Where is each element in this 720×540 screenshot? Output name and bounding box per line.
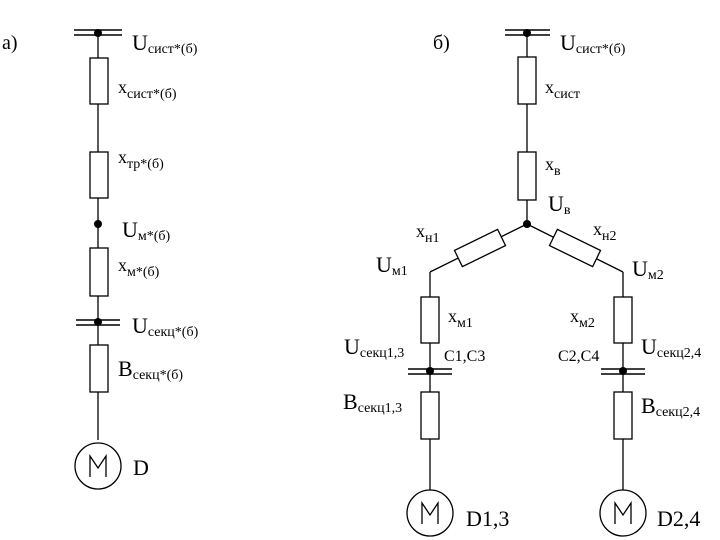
- diagram-b-motor-2-4-label: D2,4: [657, 506, 700, 531]
- diagram-b-x-sys-resistor: [517, 56, 537, 105]
- diagram-b-u-sys-label: Uсист*(б): [560, 30, 626, 57]
- diagram-a-u-sekc-label: Uсекц*(б): [132, 313, 199, 340]
- diagram-a-u-m-node: [94, 220, 102, 228]
- diagram-b-x-m2-label: xм2: [570, 306, 595, 331]
- diagram-b-b-sekc13-label: Bсекц1,3: [343, 389, 402, 416]
- diagram-a-x-sys-resistor: [89, 57, 109, 105]
- diagram-b-section-bus-1-3: [408, 367, 452, 375]
- diagram-b-x-m1-resistor: [420, 296, 440, 344]
- diagram-b-u-m2-label: Uм2: [632, 256, 664, 283]
- diagram-b-x-v-label: xв: [545, 154, 561, 179]
- diagram-b-u-v-label: Uв: [548, 191, 571, 218]
- diagram-b-x-sys-label: xсист: [545, 77, 580, 102]
- diagram-a-u-sys-label: Uсист*(б): [132, 30, 198, 57]
- diagram-a-x-m-resistor: [89, 247, 109, 297]
- diagram-a-x-tr-resistor: [89, 151, 109, 199]
- diagram-b-x-n2-label: xн2: [593, 219, 617, 244]
- diagram-b-c24-label: С2,С4: [558, 348, 599, 365]
- diagram-b-b-sekc24-resistor: [613, 391, 633, 440]
- diagram-a-label: а): [2, 32, 18, 54]
- diagram-b-x-m2-resistor: [613, 296, 633, 344]
- diagram-b: б) Uсист*(б) xсист xв Uв xн1 xн2 Uм1 Uм2: [343, 29, 701, 537]
- diagram-b-motor-1-3: [406, 489, 454, 537]
- diagram-a-section-bus: [76, 318, 120, 326]
- diagram-b-u-sekc13-label: Uсекц1,3: [344, 334, 404, 361]
- diagram-b-b-sekc24-label: Bсекц2,4: [641, 393, 700, 420]
- diagram-a-u-m-label: Uм*(б): [122, 217, 171, 244]
- diagram-a-x-m-label: xм*(б): [118, 255, 160, 280]
- diagram-b-x-n1-resistor: [453, 228, 507, 268]
- diagram-a-b-sekc-label: Bсекц*(б): [118, 356, 183, 383]
- diagram-a-system-bus: [74, 29, 122, 37]
- diagram-b-u-sekc24-label: Uсекц2,4: [641, 334, 701, 361]
- diagram-b-section-bus-2-4: [601, 367, 645, 375]
- diagram-b-x-m1-label: xм1: [448, 306, 473, 331]
- diagram-b-system-bus: [505, 29, 550, 37]
- diagram-b-b-sekc13-resistor: [420, 391, 440, 440]
- diagram-a-motor: [74, 442, 122, 490]
- diagram-b-x-n1-label: xн1: [416, 221, 440, 246]
- diagram-b-motor-2-4: [599, 489, 647, 537]
- diagram-b-x-n2-resistor: [548, 228, 602, 268]
- diagram-a-b-sekc-resistor: [89, 344, 109, 393]
- diagram-a: а) Uсист*(б) xсист*(б) xтр*(б) Uм*(б) xм…: [2, 29, 199, 490]
- diagram-b-x-v-resistor: [517, 151, 537, 201]
- diagram-a-x-sys-label: xсист*(б): [118, 77, 177, 102]
- diagram-b-u-m1-label: Uм1: [376, 252, 408, 279]
- diagram-a-x-tr-label: xтр*(б): [118, 147, 164, 172]
- diagram-b-label: б): [433, 32, 450, 54]
- diagram-b-motor-1-3-label: D1,3: [466, 506, 509, 531]
- diagram-b-c13-label: С1,С3: [444, 348, 485, 365]
- diagram-a-motor-label: D: [133, 455, 149, 480]
